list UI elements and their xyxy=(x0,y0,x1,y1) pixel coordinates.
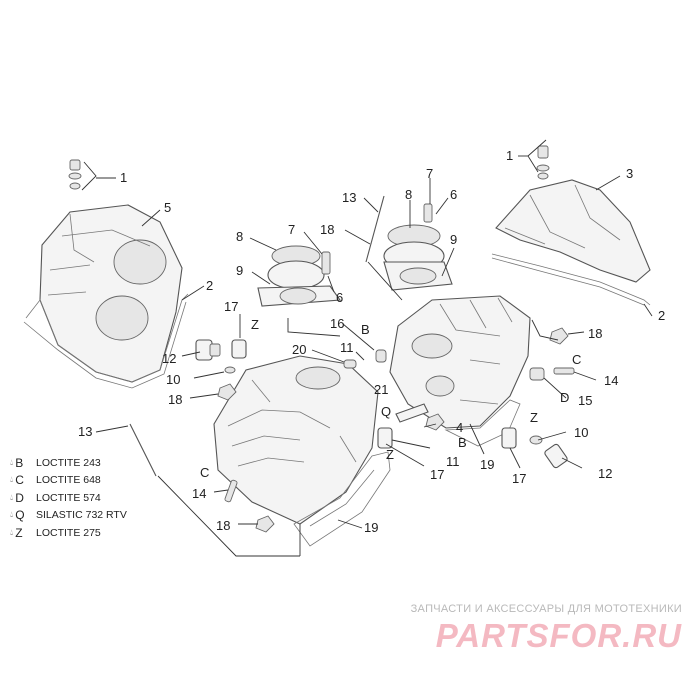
callout-19-right: 19 xyxy=(480,457,494,472)
callout-13-left-stud: 13 xyxy=(78,424,92,439)
drop-icon: 💧︎ xyxy=(10,457,14,467)
callout-18-top: 18 xyxy=(320,222,334,237)
gasket-left xyxy=(23,293,189,389)
legend-row: 💧︎C LOCTITE 648 xyxy=(10,472,170,490)
callout-12-left: 12 xyxy=(162,351,176,366)
callout-6-right: 6 xyxy=(450,187,457,202)
callout-15: 15 xyxy=(578,393,592,408)
bolt-washer-left-top xyxy=(68,159,82,190)
callout-21: 21 xyxy=(374,382,388,397)
intake-manifold-right xyxy=(383,203,453,291)
callout-18-right-upper: 18 xyxy=(588,326,602,341)
legend-row: 💧︎D LOCTITE 574 xyxy=(10,489,170,507)
callout-labels: 1 5 2 1 3 2 13 7 8 6 18 9 7 8 9 6 17 Z 1… xyxy=(78,148,665,535)
callout-6-left: 6 xyxy=(336,290,343,305)
legend-key: 💧︎D xyxy=(10,490,24,505)
callout-4: 4 xyxy=(456,420,463,435)
drop-icon: 💧︎ xyxy=(10,475,14,485)
valve-cover-right xyxy=(495,179,651,283)
callout-2-left-gasket: 2 xyxy=(206,278,213,293)
legend-key: 💧︎Q xyxy=(10,508,25,523)
legend-label: LOCTITE 574 xyxy=(36,491,101,504)
callout-1-left-cover: 1 xyxy=(120,170,127,185)
callout-10-right: 10 xyxy=(574,425,588,440)
legend-key: 💧︎C xyxy=(10,473,24,488)
valve-cover-left xyxy=(39,204,183,383)
watermark: ЗАПЧАСТИ И АКСЕССУАРЫ ДЛЯ МОТОТЕХНИКИ PA… xyxy=(372,603,682,655)
cylinder-head-left xyxy=(213,355,379,525)
dowel-bushings xyxy=(231,339,517,449)
callout-17-left-top: 17 xyxy=(224,299,238,314)
callout-9-left: 9 xyxy=(236,263,243,278)
callout-5-left-cover: 5 xyxy=(164,200,171,215)
callout-17-middle: 17 xyxy=(430,467,444,482)
legend-row: 💧︎Z LOCTITE 275 xyxy=(10,524,170,542)
callout-c-left: C xyxy=(200,465,209,480)
legend-label: LOCTITE 648 xyxy=(36,474,101,487)
callout-q: Q xyxy=(381,404,391,419)
callout-14-right: 14 xyxy=(604,373,618,388)
intake-manifold-left xyxy=(257,245,342,307)
legend-key: 💧︎B xyxy=(10,455,24,470)
callout-13-right-stud: 13 xyxy=(342,190,356,205)
callout-9-right: 9 xyxy=(450,232,457,247)
oil-pipe xyxy=(395,403,429,423)
legend-label: LOCTITE 275 xyxy=(36,526,101,539)
legend-label: SILASTIC 732 RTV xyxy=(36,509,127,522)
callout-z-bottom: Z xyxy=(386,447,394,462)
callout-14-left: 14 xyxy=(192,486,206,501)
callout-20: 20 xyxy=(292,342,306,357)
temperature-sensor-right xyxy=(544,443,568,469)
callout-16: 16 xyxy=(330,316,344,331)
temperature-sensor-left xyxy=(195,339,221,361)
sealant-legend: 💧︎B LOCTITE 243 💧︎C LOCTITE 648 💧︎D LOCT… xyxy=(10,454,170,542)
bolt-washer-right-top xyxy=(536,145,550,180)
reference-lines xyxy=(157,261,559,557)
callout-z-right: Z xyxy=(530,410,538,425)
callout-b-top: B xyxy=(361,322,370,337)
drop-icon: 💧︎ xyxy=(10,492,14,502)
callout-18-left-bottom: 18 xyxy=(216,518,230,533)
callout-7-right: 7 xyxy=(426,166,433,181)
head-gasket-right xyxy=(444,399,521,447)
legend-row: 💧︎Q SILASTIC 732 RTV xyxy=(10,507,170,525)
stud-bolt-right xyxy=(365,195,385,263)
callout-8-right: 8 xyxy=(405,187,412,202)
gasket-right xyxy=(491,253,651,306)
exhaust-studs xyxy=(224,367,575,503)
callout-10-left: 10 xyxy=(166,372,180,387)
callout-11-top: 11 xyxy=(340,340,354,355)
callout-18-left-mid: 18 xyxy=(168,392,182,407)
callout-17-right: 17 xyxy=(512,471,526,486)
callout-11-bottom: 11 xyxy=(446,454,460,469)
legend-key: 💧︎Z xyxy=(10,525,23,540)
legend-row: 💧︎B LOCTITE 243 xyxy=(10,454,170,472)
callout-12-right: 12 xyxy=(598,466,612,481)
callout-c-right: C xyxy=(572,352,581,367)
callout-8-left: 8 xyxy=(236,229,243,244)
leader-lines xyxy=(81,139,653,529)
callout-1-right-cover: 1 xyxy=(506,148,513,163)
watermark-tagline: ЗАПЧАСТИ И АКСЕССУАРЫ ДЛЯ МОТОТЕХНИКИ xyxy=(410,603,682,615)
callout-z-left-top: Z xyxy=(251,317,259,332)
legend-label: LOCTITE 243 xyxy=(36,456,101,469)
callout-d: D xyxy=(560,390,569,405)
head-gasket-left xyxy=(293,451,391,547)
drop-icon: 💧︎ xyxy=(10,510,14,520)
watermark-logo: PARTSFOR.RU xyxy=(435,617,682,654)
callout-3-right-cover: 3 xyxy=(626,166,633,181)
callout-7-left: 7 xyxy=(288,222,295,237)
washers-and-nuts xyxy=(217,327,569,533)
callout-b-bottom: B xyxy=(458,435,467,450)
drop-icon: 💧︎ xyxy=(10,527,14,537)
callout-2-right-gasket: 2 xyxy=(658,308,665,323)
stud-bolt-left xyxy=(129,423,157,477)
callout-19-left: 19 xyxy=(364,520,378,535)
cylinder-head-right xyxy=(389,295,531,429)
